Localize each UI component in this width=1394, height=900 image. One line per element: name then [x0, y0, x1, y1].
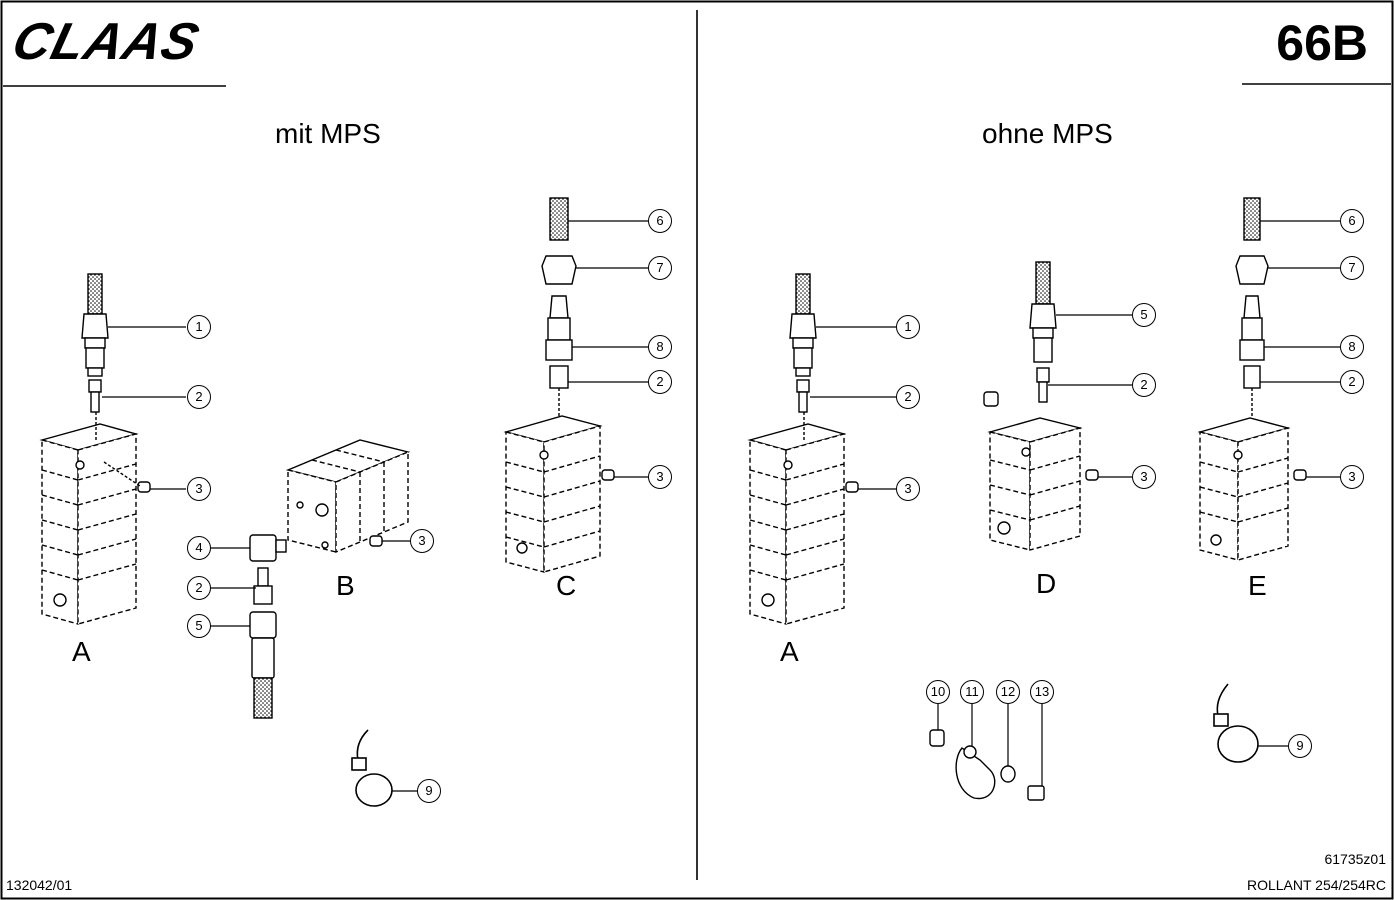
- callout-left-5: 5: [187, 614, 211, 638]
- right-assembly-a-drawing: [747, 273, 859, 625]
- callout-right-1: 1: [896, 315, 920, 339]
- footer-left-code: 132042/01: [6, 877, 73, 893]
- callout-right-13: 13: [1030, 680, 1054, 704]
- footer-drawing-number: 61735z01: [1324, 851, 1386, 867]
- callout-right-2c: 2: [1340, 370, 1364, 394]
- callout-right-3b: 3: [1132, 465, 1156, 489]
- right-assembly-label-e: E: [1248, 570, 1267, 601]
- right-assembly-e-leaders: [1260, 220, 1340, 478]
- callout-left-2c: 2: [648, 370, 672, 394]
- right-assembly-a-leaders: [810, 326, 896, 490]
- left-assembly-label-b: B: [336, 570, 355, 601]
- callout-left-4: 4: [187, 536, 211, 560]
- callout-left-2b: 2: [187, 576, 211, 600]
- sheet-number: 66B: [1276, 15, 1368, 71]
- callout-right-2: 2: [896, 385, 920, 409]
- callout-left-3: 3: [187, 477, 211, 501]
- left-assembly-label-a: A: [72, 636, 91, 667]
- left-assembly-a-drawing: [39, 273, 151, 625]
- claas-logo: CLAAS: [6, 13, 206, 71]
- callout-right-8: 8: [1340, 335, 1364, 359]
- callout-right-3c: 3: [1340, 465, 1364, 489]
- right-assembly-label-a: A: [780, 636, 799, 667]
- right-hardware-drawing: [929, 704, 1045, 801]
- left-assembly-b-leaders: [210, 540, 410, 627]
- callout-right-9: 9: [1288, 734, 1312, 758]
- left-assembly-label-c: C: [556, 570, 577, 601]
- callout-right-7: 7: [1340, 256, 1364, 280]
- callout-right-10: 10: [926, 680, 950, 704]
- right-cable-tie-drawing: [1213, 683, 1288, 763]
- right-panel-title: ohne MPS: [982, 118, 1113, 149]
- left-assembly-c-drawing: [503, 197, 615, 573]
- right-assembly-e-drawing: [1197, 197, 1307, 561]
- right-assembly-d-leaders: [1048, 314, 1132, 478]
- right-assembly-d-drawing: [983, 261, 1099, 551]
- callout-left-8: 8: [648, 335, 672, 359]
- left-assembly-a-leaders: [102, 326, 186, 490]
- left-assembly-c-leaders: [568, 220, 648, 478]
- callout-right-3: 3: [896, 477, 920, 501]
- callout-right-5: 5: [1132, 303, 1156, 327]
- callout-right-2b: 2: [1132, 373, 1156, 397]
- left-panel-title: mit MPS: [275, 118, 381, 149]
- callout-right-11: 11: [960, 680, 984, 704]
- callout-left-9: 9: [417, 779, 441, 803]
- callout-left-3c: 3: [648, 465, 672, 489]
- right-assembly-label-d: D: [1036, 568, 1057, 599]
- callout-right-12: 12: [996, 680, 1020, 704]
- callout-left-6: 6: [648, 209, 672, 233]
- callout-left-3b: 3: [410, 529, 434, 553]
- callout-left-1: 1: [187, 315, 211, 339]
- left-cable-tie-drawing: [351, 729, 418, 807]
- callout-left-7: 7: [648, 256, 672, 280]
- footer-model: ROLLANT 254/254RC: [1246, 877, 1386, 893]
- callout-right-6: 6: [1340, 209, 1364, 233]
- left-assembly-b-drawing: [249, 439, 411, 719]
- callout-left-2: 2: [187, 385, 211, 409]
